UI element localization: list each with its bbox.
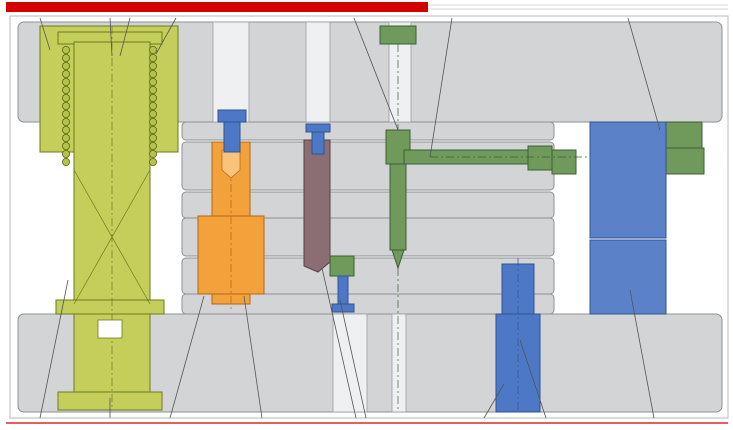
leader-lines [39, 17, 661, 419]
return-pin [495, 263, 541, 413]
sprue-bolt [305, 123, 331, 155]
core-plate-b [181, 217, 555, 257]
pillar-slot [97, 319, 123, 339]
top-rule-lines [428, 4, 728, 10]
top-red-bar [6, 2, 428, 12]
nozzle-centerline [397, 44, 610, 412]
diagram-frame [9, 15, 729, 419]
cooling-blocks [589, 121, 667, 315]
guide-pillar-hatch [73, 26, 151, 410]
sprue-puller [303, 139, 331, 273]
small-bolt [329, 255, 355, 277]
ball-bearings [62, 46, 157, 166]
bottom-clamp-plate [17, 313, 723, 413]
bores [212, 21, 412, 413]
cavity-plate-a [181, 121, 555, 141]
ejector-bolt [217, 109, 247, 153]
